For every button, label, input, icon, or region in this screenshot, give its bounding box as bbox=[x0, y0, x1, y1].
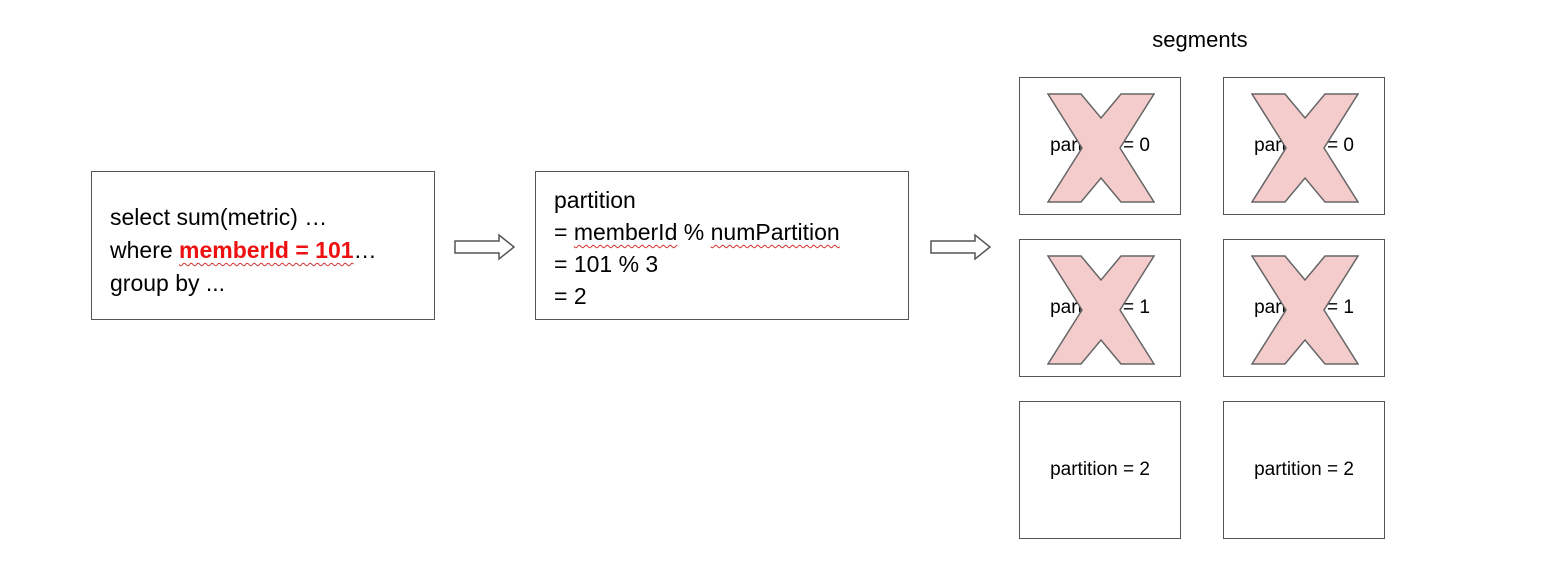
calc-line-formula: = memberId % numPartition bbox=[554, 216, 908, 248]
segments-title: segments bbox=[1152, 27, 1248, 52]
query-where-ellipsis: … bbox=[353, 237, 377, 263]
arrow-right-icon bbox=[454, 233, 516, 261]
segment-box: partition = 1 bbox=[1223, 239, 1385, 377]
pruned-x-icon bbox=[1047, 93, 1155, 203]
segment-box: partition = 2 bbox=[1019, 401, 1181, 539]
query-line-select: select sum(metric) … bbox=[110, 204, 328, 230]
segment-box: partition = 2 bbox=[1223, 401, 1385, 539]
query-where-keyword: where bbox=[110, 237, 180, 263]
pruned-x-icon bbox=[1251, 255, 1359, 365]
query-box: select sum(metric) … where memberId = 10… bbox=[91, 171, 435, 320]
calc-line-values: = 101 % 3 bbox=[554, 251, 659, 277]
partition-calc-box: partition = memberId % numPartition = 10… bbox=[535, 171, 909, 320]
calc-line-result: = 2 bbox=[554, 283, 587, 309]
segment-box: partition = 0 bbox=[1223, 77, 1385, 215]
calc-formula-op: % bbox=[677, 219, 711, 245]
query-where-condition: memberId = 101 bbox=[179, 237, 354, 263]
calc-formula-numpartition: numPartition bbox=[710, 219, 840, 245]
arrow-right-icon bbox=[930, 233, 992, 261]
segment-label: partition = 2 bbox=[1050, 459, 1150, 480]
pruned-x-icon bbox=[1047, 255, 1155, 365]
query-line-where: where memberId = 101… bbox=[110, 234, 434, 267]
segment-box: partition = 0 bbox=[1019, 77, 1181, 215]
calc-formula-memberid: memberId bbox=[573, 219, 678, 245]
query-line-groupby: group by ... bbox=[110, 270, 226, 296]
pruned-x-icon bbox=[1251, 93, 1359, 203]
calc-formula-eq: = bbox=[554, 219, 574, 245]
segment-box: partition = 1 bbox=[1019, 239, 1181, 377]
segment-label: partition = 2 bbox=[1254, 459, 1354, 480]
calc-line-partition: partition bbox=[554, 187, 636, 213]
